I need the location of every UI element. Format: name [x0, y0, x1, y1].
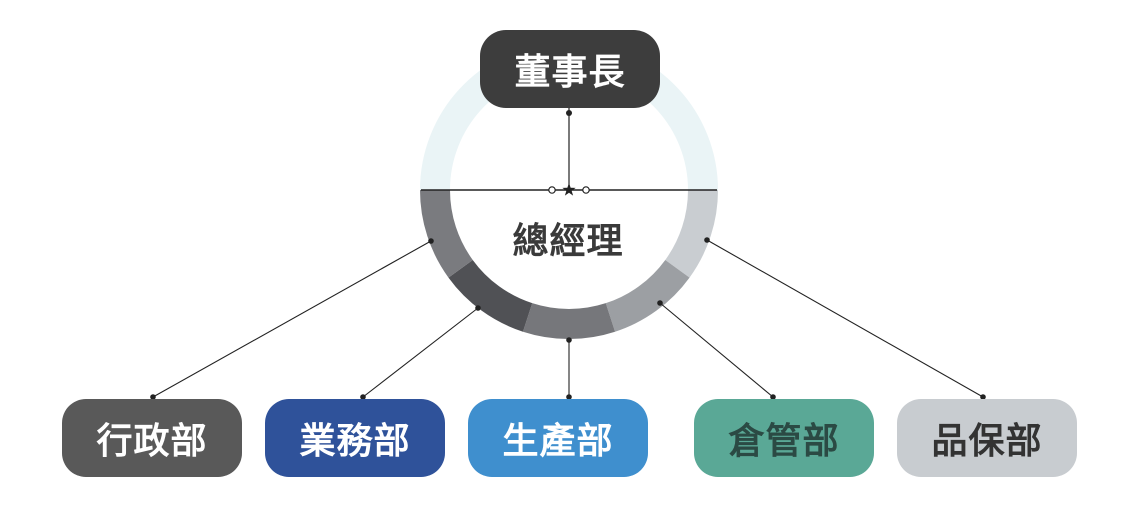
dept-connector-start-dot-3: [657, 300, 663, 306]
dept-connector-end-dot-3: [770, 394, 776, 400]
dept-connector-line-0: [152, 240, 432, 398]
ornament-left-circle: [548, 186, 556, 194]
dept-warehouse-box: 倉管部: [694, 399, 874, 477]
dept-connector-end-dot-0: [150, 394, 156, 400]
dept-qa-box: 品保部: [897, 399, 1077, 477]
dept-connector-line-4: [706, 239, 984, 398]
dept-connector-end-dot-4: [980, 394, 986, 400]
dept-connector-line-3: [659, 302, 774, 398]
dept-connector-start-dot-4: [704, 237, 710, 243]
dept-connector-start-dot-1: [475, 305, 481, 311]
dept-connector-end-dot-1: [360, 394, 366, 400]
ring-segment-1: [605, 259, 690, 332]
dept-connector-start-dot-2: [566, 337, 572, 343]
ring-segment-4: [420, 189, 473, 278]
ornament-right-circle: [582, 186, 590, 194]
chairman-box: 董事長: [480, 30, 660, 108]
dept-production-box: 生產部: [468, 399, 648, 477]
dept-connector-start-dot-0: [428, 238, 434, 244]
ring-segment-0: [665, 189, 718, 278]
dept-sales-box: 業務部: [265, 399, 445, 477]
dept-admin-box: 行政部: [62, 399, 242, 477]
general-manager-label: 總經理: [512, 221, 624, 262]
ring-segment-3: [448, 259, 533, 332]
chairman-connector-dot: [566, 110, 572, 116]
ring-segment-2: [522, 303, 616, 339]
dept-connector-line-1: [362, 307, 479, 398]
ornament-star: [562, 183, 576, 196]
dept-connector-end-dot-2: [566, 394, 572, 400]
